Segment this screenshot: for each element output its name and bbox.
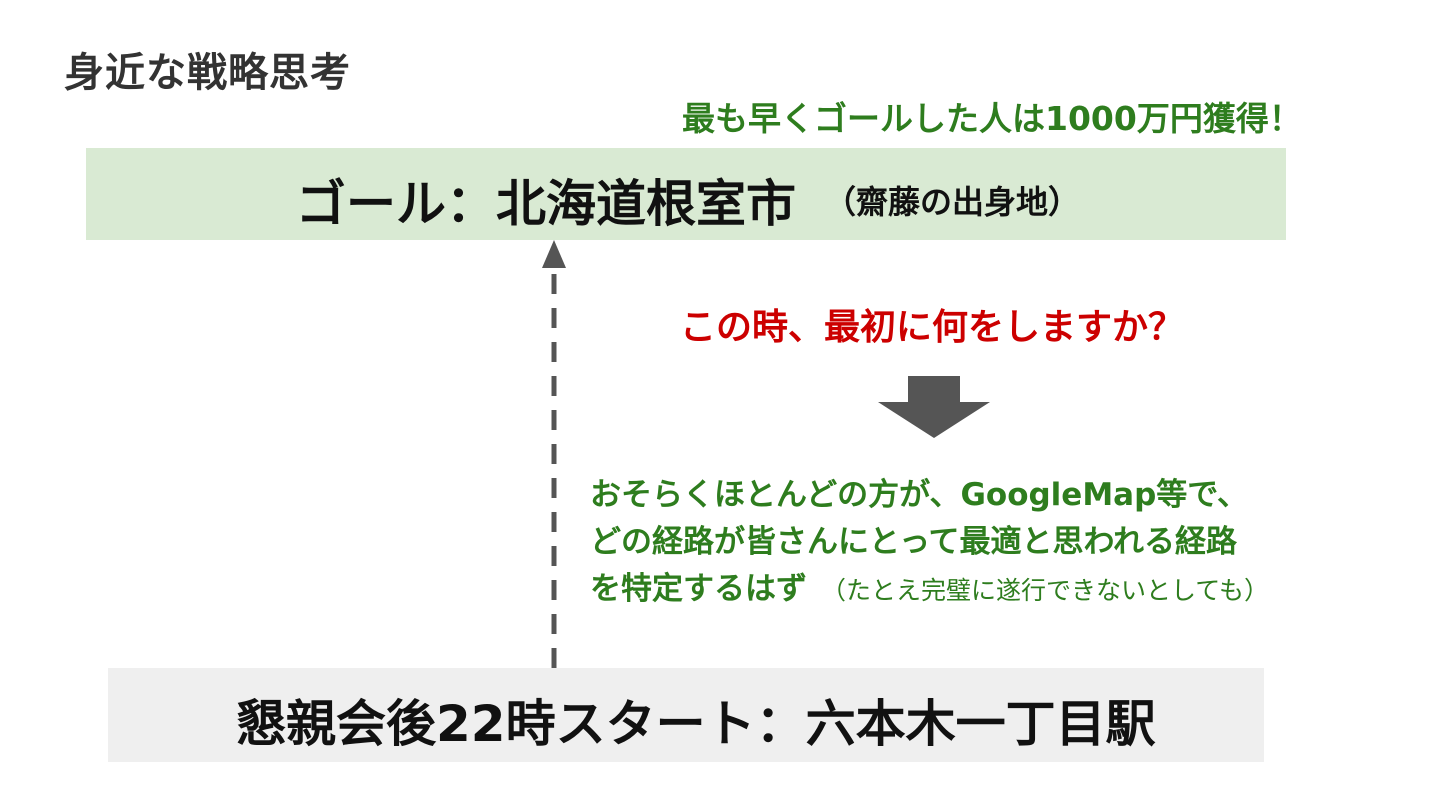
answer-line-1: おそらくほとんどの方が、GoogleMap等で、 <box>590 477 1249 513</box>
goal-text: ゴール：北海道根室市 （齋藤の出身地） <box>296 164 1080 236</box>
prize-note: 最も早くゴールした人は1000万円獲得！ <box>682 99 1302 138</box>
answer-aside: （たとえ完璧に遂行できないとしても） <box>821 576 1270 605</box>
start-label: 懇親会後22時スタート：六本木一丁目駅 <box>236 695 1156 753</box>
answer-line-3: を特定するはず （たとえ完璧に遂行できないとしても） <box>590 566 1269 614</box>
start-box: 懇親会後22時スタート：六本木一丁目駅 <box>108 668 1264 762</box>
answer-text: おそらくほとんどの方が、GoogleMap等で、 どの経路が皆さんにとって最適と… <box>590 472 1269 614</box>
dashed-up-arrow-icon <box>542 240 566 668</box>
down-arrow-icon <box>878 376 990 438</box>
answer-line-2: どの経路が皆さんにとって最適と思われる経路 <box>590 524 1237 560</box>
goal-box: ゴール：北海道根室市 （齋藤の出身地） <box>86 148 1286 240</box>
goal-label: ゴール：北海道根室市 <box>296 175 796 233</box>
slide-title: 身近な戦略思考 <box>64 50 351 96</box>
answer-line-3-main: を特定するはず <box>590 571 807 607</box>
goal-note: （齋藤の出身地） <box>824 183 1081 221</box>
question-text: この時、最初に何をしますか？ <box>680 307 1185 348</box>
